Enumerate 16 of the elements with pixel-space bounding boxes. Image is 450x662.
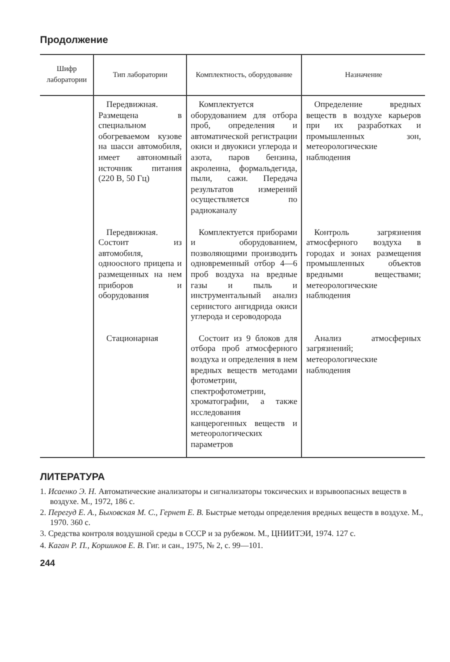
page-number: 244 <box>40 558 56 568</box>
table-cell-text: Состоит из 9 блоков для отбора проб атмосферного воздуха и определения в нем вредных веществ методами фотометрии, спектрофотометрии, хроматографии, а также исследования канцерогенных веществ и метеорологических параметров <box>190 332 298 449</box>
table-cell-text: Определение вредных веществ в воздухе карьеров при их разработках и промышленных зон, метеорологические наблюдения <box>306 99 421 162</box>
reference-entry: 1. Исаенко Э. Н. Автоматические анализаторы и сигнализаторы токсических и взрывоопасных веществ в воздухе. М., 1972, 186 с. <box>40 487 408 506</box>
reference-entry: 2. Перегуд Е. А., Быховская М. С., Гернет Е. В. Быстрые методы определения вредных веществ в воздухе. М., 1970. 360 с. <box>40 508 424 528</box>
reference-entry: 4. Каган Р. П., Коршиков Е. В. Гиг. и сан., 1975, № 2, с. 99—101. <box>40 540 264 550</box>
table-cell-text: Комплектуется оборудованием для отбора проб, определения и автоматической регистрации окиси и двуокиси углерода и азота, паров бензина, акролеина, формальдегида, пыли, сажи. Передача результатов измерений осуществляется по радиоканалу <box>190 99 298 215</box>
section-heading: ЛИТЕРАТУРА <box>40 472 105 484</box>
table-cell-text: Передвижная. Состоит из автомобиля, одноосного прицепа и размещенных на нем приборов и оборудования <box>98 226 182 300</box>
table-cell-text: Комплектуется приборами и оборудованием, позволяющими производить одновременный отбор 4—6 проб воздуха на вредные газы и пыль и инструментальный анализ сернистого ангидрида окиси углерода и сероводорода <box>190 226 298 322</box>
table-cell-text: Передвижная. Размещена в специальном обогреваемом кузове на шасси автомобиля, имеет автономный источник питания (220 В, 50 Гц) <box>98 99 182 184</box>
table-cell-text: Стационарная <box>106 332 158 343</box>
table-cell-text: Анализ атмосферных загрязнений; метеорологические наблюдения <box>306 332 421 375</box>
running-header: Продолжение <box>40 35 108 46</box>
reference-entry: 3. Средства контроля воздушной среды в СССР и за рубежом. М., ЦНИИТЭИ, 1974. 127 с. <box>40 529 357 539</box>
table-cell-text: Контроль загрязнения атмосферного воздуха в городах и зонах размещения промышленных объектов вредными веществами; метеорологические наблюдения <box>306 226 421 300</box>
